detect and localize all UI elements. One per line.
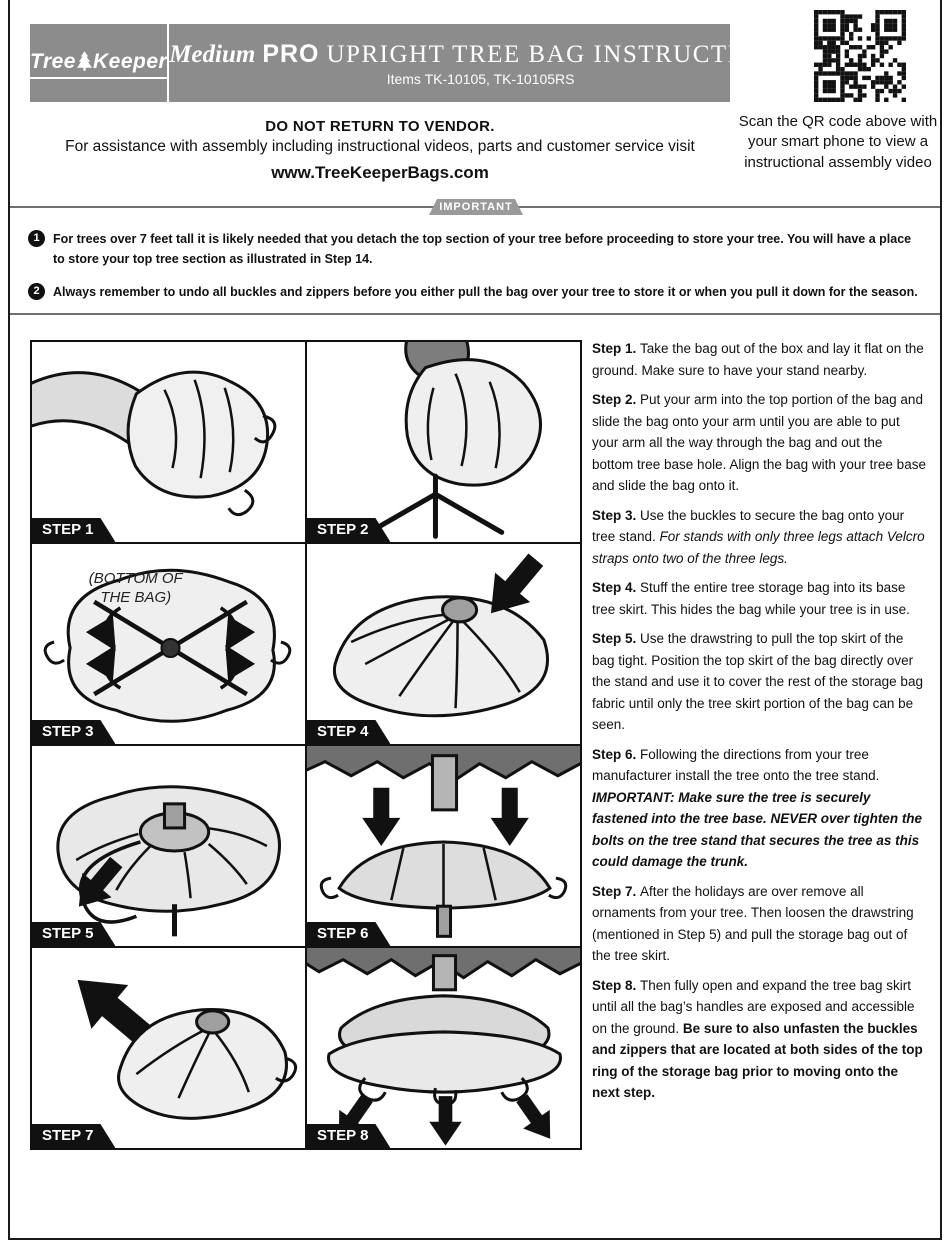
step-7-illustration: STEP 7 xyxy=(32,948,305,1148)
assistance-text: For assistance with assembly including i… xyxy=(65,138,695,155)
important-ribbon: IMPORTANT xyxy=(429,199,523,215)
step-paragraph: Step 5. Use the drawstring to pull the t… xyxy=(592,631,923,732)
step-4-illustration: STEP 4 xyxy=(307,544,580,744)
important-item: 1 For trees over 7 feet tall it is likel… xyxy=(28,229,922,269)
steps-column: Step 1. Take the bag out of the box and … xyxy=(592,338,926,1112)
step-paragraph: Step 1. Take the bag out of the box and … xyxy=(592,341,924,378)
step-7-drawing xyxy=(59,957,298,1120)
step-8-drawing xyxy=(307,948,580,1148)
title-pro: PRO xyxy=(262,39,320,68)
step-3-illustration: (BOTTOM OF THE BAG) STEP 3 xyxy=(32,544,305,744)
do-not-return-text: DO NOT RETURN TO VENDOR. xyxy=(265,118,495,135)
step-3-drawing xyxy=(43,568,292,723)
step-6-illustration: STEP 6 xyxy=(307,746,580,946)
step-tag: STEP 8 xyxy=(307,1124,390,1148)
important-text: For trees over 7 feet tall it is likely … xyxy=(53,232,912,266)
qr-caption: Scan the QR code above with your smart p… xyxy=(738,113,938,171)
brand-name: Tree Keeper xyxy=(30,48,168,79)
step-tag: STEP 7 xyxy=(32,1124,115,1148)
step-1-illustration: STEP 1 xyxy=(32,342,305,542)
step-paragraph: Step 4. Stuff the entire tree storage ba… xyxy=(592,580,910,617)
brand-name-left: Tree xyxy=(30,49,76,73)
step-tag: STEP 4 xyxy=(307,720,390,744)
item-numbers: Items TK-10105, TK-10105RS xyxy=(386,70,575,87)
step-tag: STEP 6 xyxy=(307,922,390,946)
important-item: 2 Always remember to undo all buckles an… xyxy=(28,282,922,302)
step-8-illustration: STEP 8 xyxy=(307,948,580,1148)
step-tag: STEP 5 xyxy=(32,922,115,946)
bottom-of-bag-note: (BOTTOM OF THE BAG) xyxy=(88,570,183,606)
important-text: Always remember to undo all buckles and … xyxy=(53,285,918,299)
title-rest: UPRIGHT TREE BAG INSTRUCTIONS xyxy=(326,40,793,68)
step-1-drawing xyxy=(32,370,277,517)
step-4-drawing xyxy=(332,544,554,718)
step-paragraph: Step 3. Use the buckles to secure the ba… xyxy=(592,507,925,566)
step-2-drawing xyxy=(366,342,542,539)
step-2-illustration: STEP 2 xyxy=(307,342,580,542)
step-paragraph: Step 7. After the holidays are over remo… xyxy=(592,883,914,964)
step-tag: STEP 2 xyxy=(307,518,390,542)
brand-name-right: Keeper xyxy=(92,49,168,73)
important-list: 1 For trees over 7 feet tall it is likel… xyxy=(28,229,922,315)
step-5-drawing xyxy=(56,785,282,937)
number-badge: 1 xyxy=(28,230,45,247)
step-5-illustration: STEP 5 xyxy=(32,746,305,946)
illustration-grid: STEP 1 STEP 2 xyxy=(30,340,582,1150)
number-badge: 2 xyxy=(28,283,45,300)
step-tag: STEP 1 xyxy=(32,518,115,542)
brand-logo: Tree Keeper xyxy=(30,24,170,102)
qr-code xyxy=(814,10,906,102)
step-paragraph: Step 8. Then fully open and expand the t… xyxy=(592,977,923,1101)
tree-icon xyxy=(76,50,92,71)
step-paragraph: Step 2. Put your arm into the top portio… xyxy=(592,392,926,493)
step-tag: STEP 3 xyxy=(32,720,115,744)
website-url: www.TreeKeeperBags.com xyxy=(271,163,489,182)
step-paragraph: Step 6. Following the directions from yo… xyxy=(592,746,923,870)
vendor-notice: DO NOT RETURN TO VENDOR. For assistance … xyxy=(30,118,730,183)
title-medium: Medium xyxy=(169,40,256,68)
divider-bottom xyxy=(10,313,940,315)
step-6-drawing xyxy=(307,746,580,938)
